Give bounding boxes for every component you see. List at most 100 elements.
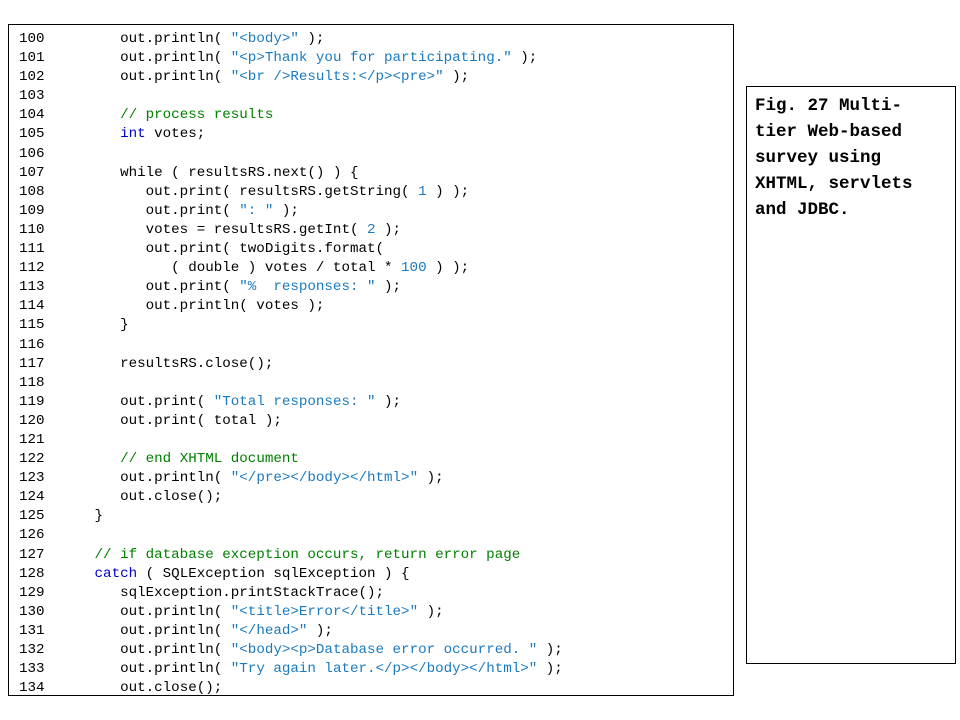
code-string: "<body><p>Database error occurred. ": [230, 642, 538, 658]
code-indent: [69, 241, 146, 257]
code-text: );: [375, 279, 402, 296]
code-text: out.println(: [120, 642, 231, 658]
line-number: 112: [19, 260, 45, 277]
code-text: out.println( votes );: [145, 298, 325, 315]
code-text: );: [298, 31, 325, 47]
code-indent: [69, 566, 95, 582]
code-text: );: [443, 69, 470, 86]
code-line: 104 // process results: [9, 106, 733, 125]
line-number: 126: [19, 527, 45, 544]
code-line: 127 // if database exception occurs, ret…: [9, 546, 733, 565]
code-text: out.close();: [120, 680, 223, 696]
code-indent: [69, 126, 120, 142]
line-number: 109: [19, 202, 45, 219]
code-line: 113 out.print( "% responses: " );: [9, 278, 733, 297]
code-text: );: [537, 642, 563, 658]
code-line: 107 while ( resultsRS.next() ) {: [9, 164, 733, 183]
code-text: votes;: [145, 126, 206, 143]
line-number: 115: [19, 317, 45, 334]
code-text: );: [375, 393, 402, 410]
code-line: 100 out.println( "<body>" );: [9, 30, 733, 49]
code-text: ) );: [426, 183, 470, 200]
line-number: 122: [19, 451, 45, 468]
code-line: 106: [9, 145, 733, 164]
line-number: 128: [19, 565, 45, 582]
code-text: ( double ) votes / total *: [171, 260, 402, 277]
code-line: 130 out.println( "<title>Error</title>" …: [9, 603, 733, 622]
code-indent: [69, 50, 120, 66]
code-number: 100: [401, 260, 427, 277]
line-number: 105: [19, 126, 45, 143]
code-text: resultsRS.close();: [120, 355, 274, 372]
code-indent: [69, 585, 120, 601]
line-number: 132: [19, 642, 45, 658]
code-indent: [69, 298, 146, 314]
code-indent: [69, 661, 120, 677]
line-number: 114: [19, 298, 45, 315]
code-text: votes = resultsRS.getInt(: [145, 221, 367, 238]
code-line: 124 out.close();: [9, 488, 733, 507]
code-line: 110 votes = resultsRS.getInt( 2 );: [9, 221, 733, 240]
code-line: 115 }: [9, 316, 733, 335]
code-text: out.print( resultsRS.getString(: [145, 183, 419, 200]
code-text: out.close();: [120, 489, 223, 506]
code-indent: [69, 680, 120, 695]
code-text: out.println(: [120, 50, 231, 67]
code-text: out.print( total );: [120, 412, 282, 429]
line-number: 111: [19, 241, 45, 258]
code-indent: [69, 394, 120, 410]
code-line: 126: [9, 526, 733, 545]
code-indent: [69, 184, 146, 200]
code-indent: [69, 470, 120, 486]
line-number: 133: [19, 661, 45, 678]
line-number: 130: [19, 603, 45, 620]
code-keyword: int: [120, 126, 146, 143]
code-indent: [69, 547, 95, 563]
code-text: );: [375, 221, 402, 238]
code-text: );: [537, 661, 563, 678]
code-string: "<title>Error</title>": [230, 603, 419, 620]
code-line: 111 out.print( twoDigits.format(: [9, 240, 733, 259]
line-number: 119: [19, 393, 45, 410]
line-number: 131: [19, 622, 45, 639]
code-text: out.println(: [120, 31, 231, 47]
code-line: 108 out.print( resultsRS.getString( 1 ) …: [9, 183, 733, 202]
code-text: out.println(: [120, 470, 231, 487]
code-line: 129 sqlException.printStackTrace();: [9, 584, 733, 603]
code-line: 114 out.println( votes );: [9, 297, 733, 316]
code-line: 109 out.print( ": " );: [9, 202, 733, 221]
code-line: 128 catch ( SQLException sqlException ) …: [9, 565, 733, 584]
code-listing-panel: 100 out.println( "<body>" );101 out.prin…: [8, 24, 734, 696]
code-number: 1: [418, 183, 427, 200]
code-line: 119 out.print( "Total responses: " );: [9, 393, 733, 412]
code-line: 131 out.println( "</head>" );: [9, 622, 733, 641]
code-indent: [69, 451, 120, 467]
code-line: 122 // end XHTML document: [9, 450, 733, 469]
code-text: out.println(: [120, 603, 231, 620]
line-number: 100: [19, 31, 45, 47]
code-indent: [69, 260, 171, 276]
code-line: 105 int votes;: [9, 125, 733, 144]
code-string: "<br />Results:</p><pre>": [230, 69, 444, 86]
code-line: 118: [9, 374, 733, 393]
code-indent: [69, 165, 120, 181]
code-line: 123 out.println( "</pre></body></html>" …: [9, 469, 733, 488]
code-string: "Try again later.</p></body></html>": [230, 661, 538, 678]
code-indent: [69, 31, 120, 47]
line-number: 116: [19, 336, 45, 353]
code-line: 112 ( double ) votes / total * 100 ) );: [9, 259, 733, 278]
line-number: 120: [19, 412, 45, 429]
code-text: out.print(: [145, 202, 240, 219]
code-string: "Total responses: ": [213, 393, 376, 410]
line-number: 124: [19, 489, 45, 506]
line-number: 123: [19, 470, 45, 487]
code-text: }: [94, 508, 104, 525]
code-text: sqlException.printStackTrace();: [120, 584, 385, 601]
code-indent: [69, 508, 95, 524]
code-lines: 100 out.println( "<body>" );101 out.prin…: [9, 30, 733, 696]
code-comment: // end XHTML document: [120, 451, 299, 468]
code-text: out.println(: [120, 622, 231, 639]
code-indent: [69, 604, 120, 620]
line-number: 129: [19, 584, 45, 601]
line-number: 118: [19, 374, 45, 391]
